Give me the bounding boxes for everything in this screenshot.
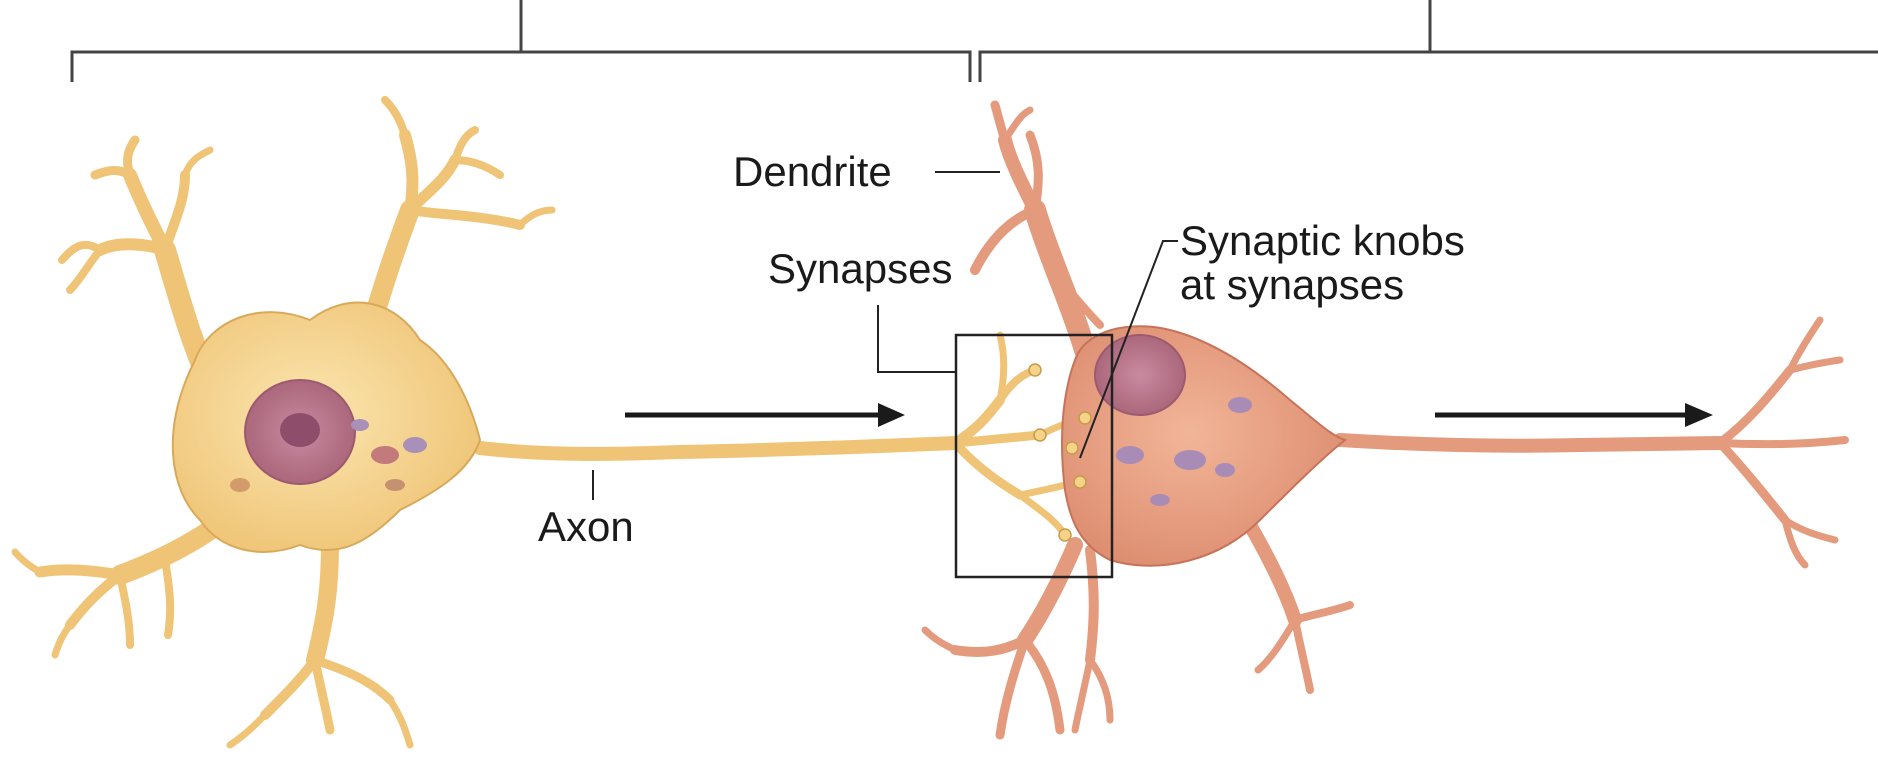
- label-synapses: Synapses: [768, 247, 952, 291]
- label-synaptic-knobs-line2: at synapses: [1180, 263, 1465, 307]
- direction-arrow-postsynaptic: [1435, 403, 1713, 427]
- direction-arrow-presynaptic: [625, 403, 905, 427]
- bracket-presynaptic: [72, 0, 970, 82]
- presynaptic-neuron: [15, 100, 1085, 745]
- bracket-postsynaptic: [980, 0, 1878, 82]
- label-synaptic-knobs-line1: Synaptic knobs: [1180, 219, 1465, 263]
- postsynaptic-neuron: [925, 105, 1845, 735]
- postsynaptic-nucleus: [1095, 335, 1185, 415]
- label-synaptic-knobs: Synaptic knobs at synapses: [1180, 219, 1465, 307]
- leader-synapses: [878, 305, 956, 372]
- label-dendrite: Dendrite: [733, 150, 892, 194]
- presynaptic-nucleolus: [280, 413, 320, 447]
- label-axon: Axon: [538, 505, 634, 549]
